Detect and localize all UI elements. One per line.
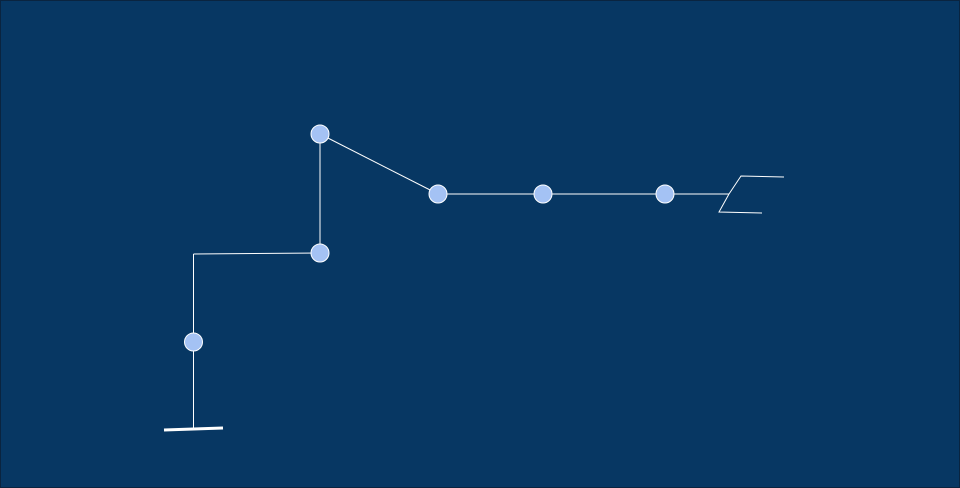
joint-2 xyxy=(310,243,330,263)
ground-base-bar xyxy=(163,426,224,432)
joint-4 xyxy=(428,184,448,204)
joint-6 xyxy=(655,184,675,204)
link-elbow-to-joint-2 xyxy=(193,252,321,255)
gripper-jaw-upper xyxy=(728,175,785,195)
link-joint-3-to-joint-4 xyxy=(319,133,439,195)
joint-1 xyxy=(184,332,203,352)
joints xyxy=(184,124,675,352)
chain-links xyxy=(193,133,729,429)
gripper-jaw-lower xyxy=(718,193,763,214)
joint-3 xyxy=(310,124,330,144)
gripper-end-effector xyxy=(718,175,785,214)
joint-5 xyxy=(533,184,553,204)
